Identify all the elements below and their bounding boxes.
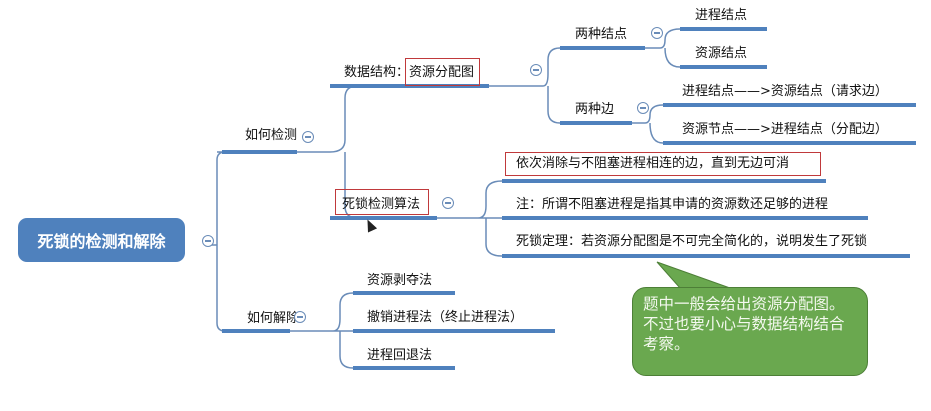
node-request-edge[interactable]: 进程结点——>资源结点（请求边） [682,84,888,99]
highlight-box [405,58,480,86]
node-detection-algorithm[interactable]: 死锁检测算法 [342,197,421,212]
collapse-toggle-icon[interactable] [442,197,454,209]
collapse-toggle-icon[interactable] [637,102,649,114]
node-algorithm-step[interactable]: 依次消除与不阻塞进程相连的边，直到无边可消 [516,156,790,171]
node-assign-edge[interactable]: 资源节点——>进程结点（分配边） [682,122,888,137]
collapse-toggle-icon[interactable] [530,64,542,76]
node-resource-node[interactable]: 资源结点 [695,46,748,61]
node-algorithm-note[interactable]: 注：所谓不阻塞进程是指其申请的资源数还足够的进程 [516,197,829,212]
node-data-structure[interactable]: 数据结构：资源分配图 [344,65,474,81]
highlight-box [335,189,429,215]
node-process-node[interactable]: 进程结点 [695,8,748,23]
highlight-box [505,152,821,176]
node-how-to-detect[interactable]: 如何检测 [245,128,298,143]
root-node[interactable]: 死锁的检测和解除 [18,218,185,262]
collapse-toggle-icon[interactable] [302,131,314,143]
node-edge-types[interactable]: 两种边 [575,102,615,117]
collapse-toggle-icon[interactable] [202,235,214,247]
callout-tail [656,261,731,289]
node-deadlock-theorem[interactable]: 死锁定理：若资源分配图是不可完全简化的，说明发生了死锁 [516,234,868,249]
data-structure-highlight: 资源分配图 [409,65,475,80]
collapse-toggle-icon[interactable] [651,27,663,39]
node-how-to-recover[interactable]: 如何解除 [247,311,300,326]
node-process-termination[interactable]: 撤销进程法（终止进程法） [367,310,524,325]
node-resource-preemption[interactable]: 资源剥夺法 [367,273,433,288]
callout-note: 题中一般会给出资源分配图。不过也要小心与数据结构结合考察。 [632,287,868,376]
node-process-rollback[interactable]: 进程回退法 [367,348,433,363]
data-structure-prefix: 数据结构： [344,65,410,80]
collapse-toggle-icon[interactable] [294,311,306,323]
node-node-types[interactable]: 两种结点 [575,27,628,42]
